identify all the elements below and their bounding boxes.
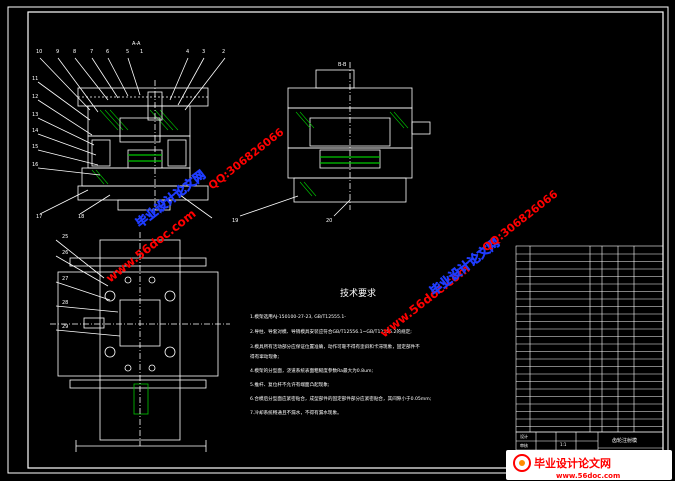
section-view-b: [239, 62, 431, 217]
tech-line-1: 1.模架选用AJ-150100-27-23, GB/T12555.1-: [250, 313, 346, 320]
balloons-plan: 25 26 27 28 29: [62, 234, 68, 330]
balloon-9: 9: [56, 49, 59, 55]
balloon-15: 15: [32, 144, 38, 150]
section-label-b: B-B: [338, 62, 347, 68]
balloon-6: 6: [106, 49, 109, 55]
tech-line-8: 7.冷却系统畅通且不漏水，不得有漏水现象。: [250, 409, 342, 416]
tech-line-2: 2.导柱、导套对模、导销模具安装应符合GB/T12556.1~GB/T12556…: [250, 328, 412, 335]
balloon-18: 18: [78, 214, 84, 220]
balloons-left: 11 12 13 14 15 16 17: [32, 76, 42, 220]
balloon-26: 26: [62, 250, 68, 256]
balloon-17: 17: [36, 214, 42, 220]
title-scale: 1:1: [560, 442, 567, 447]
balloon-25: 25: [62, 234, 68, 240]
footer-logo-icon: [513, 454, 531, 472]
balloon-3: 3: [202, 49, 205, 55]
section-view-a: [37, 57, 226, 219]
section-label-a: A-A: [132, 41, 141, 47]
balloons-bottom: 18 19 20: [78, 214, 332, 224]
balloon-2: 2: [222, 49, 225, 55]
outer-frame: [7, 6, 669, 474]
balloons-top: 10 9 8 7 6 5 4 3 2 1 A-A: [36, 41, 225, 55]
balloon-27: 27: [62, 276, 68, 282]
tech-line-5: 4.模架的分型面，浇道系统表面粗糙度参数Ra最大为0.8um;: [250, 367, 373, 374]
balloon-10: 10: [36, 49, 42, 55]
balloon-4: 4: [186, 49, 189, 55]
technical-requirements: 技术要求 1.模架选用AJ-150100-27-23, GB/T12555.1-…: [250, 287, 432, 416]
balloon-29: 29: [62, 324, 68, 330]
tech-line-3: 3.模具所有活动部分应保证位置准确，动作可靠不得有歪斜和卡滞现象，固定部件不: [250, 343, 420, 350]
balloon-13: 13: [32, 112, 38, 118]
balloon-1: 1: [140, 49, 143, 55]
title-part-name: 齿轮注射模: [612, 437, 637, 444]
footer-logo: 毕业设计论文网 www.56doc.com: [506, 450, 672, 480]
balloon-7: 7: [90, 49, 93, 55]
balloon-16: 16: [32, 162, 38, 168]
tech-line-6: 5.推杆、复位杆不允许有端面凸起现象;: [250, 381, 330, 388]
plan-view: [50, 232, 230, 452]
balloon-28: 28: [62, 300, 68, 306]
balloon-20: 20: [326, 218, 332, 224]
tech-line-7: 6.合模后分型面应紧密贴合，成型部件的固定部件部分应紧密贴合，其间隙小于0.05…: [250, 395, 432, 402]
tech-line-4: 得有窜动现象;: [250, 353, 280, 360]
footer-site: www.56doc.com: [556, 472, 620, 480]
watermark-qq-2: QQ:306826066: [480, 187, 561, 254]
balloon-12: 12: [32, 94, 38, 100]
title-designer: 设计: [520, 433, 528, 439]
balloon-19: 19: [232, 218, 238, 224]
watermark-qq-1: QQ:306826066: [206, 125, 287, 192]
balloon-11: 11: [32, 76, 38, 82]
footer-brand: 毕业设计论文网: [534, 456, 611, 470]
inner-frame: [27, 11, 664, 469]
bill-of-materials: [515, 245, 664, 433]
balloon-8: 8: [73, 49, 76, 55]
title-checker: 审核: [520, 442, 528, 448]
balloon-5: 5: [126, 49, 129, 55]
balloon-14: 14: [32, 128, 38, 134]
tech-title: 技术要求: [340, 287, 376, 299]
